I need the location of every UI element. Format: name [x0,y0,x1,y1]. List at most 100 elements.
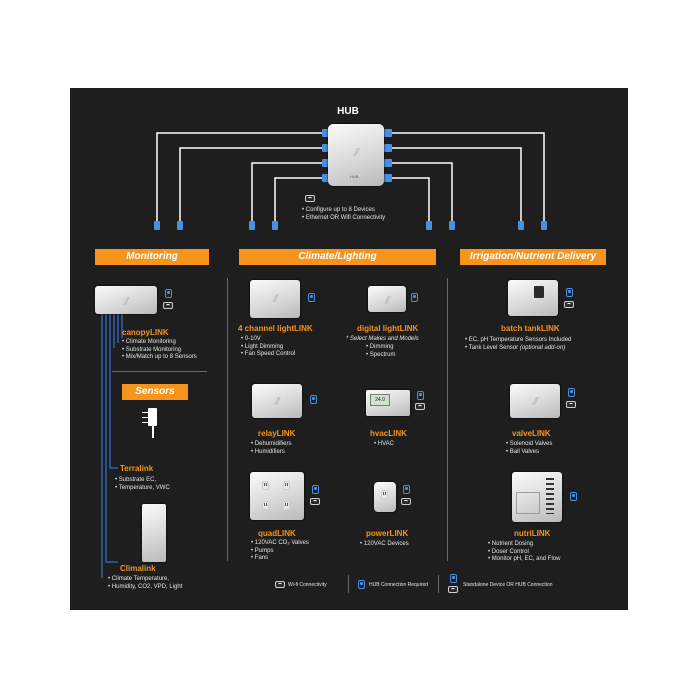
device-logo-icon [123,296,130,305]
batch-display [534,286,544,298]
section-climate-lighting: Climate/Lighting [239,249,436,265]
powerlink-bullets: 120VAC Devices [360,541,409,549]
batch-optional-note: (optional add-on) [519,344,566,351]
climalink-bullet: Humidity, CO2, VPD, Light [108,584,183,592]
quadlink-bullet: Pumps [251,548,309,556]
standalone-icon [450,574,457,583]
legend-divider [438,575,439,593]
canopylink-device [95,286,157,314]
cable-hub-climate-1 [251,162,328,225]
device-logo-icon [274,396,281,405]
powerlink-name: powerLINK [366,529,409,538]
hvaclink-device: 24.0 [366,390,410,416]
climalink-name: Climalink [120,564,156,573]
digital-bullet: Dimming [366,344,395,352]
digital-lightlink-device [368,286,406,312]
outlet-icon [262,501,269,510]
cable-hub-climate-2 [274,177,328,225]
nutrilink-panel [516,492,540,514]
standalone-icon [566,288,573,297]
nutrilink-bullets: Nutrient Dosing Doser Control Monitor pH… [488,541,561,564]
four-channel-bullet: 0-10V [241,336,295,344]
four-channel-lightlink-name: 4 channel lightLINK [238,324,313,333]
nutrilink-name: nutriLINK [514,529,551,538]
wifi-icon [448,586,458,593]
relaylink-bullet: Humidifiers [251,449,291,457]
batch-bullet: Tank Level Sensor (optional add-on) [465,345,571,353]
valvelink-bullet: Solenoid Valves [506,441,553,449]
hub-connection-icon [570,492,577,501]
four-channel-lightlink-bullets: 0-10V Light Dimming Fan Speed Control [241,336,295,359]
standalone-icon [403,485,410,494]
outlet-icon [381,490,388,499]
canopylink-bullet: Climate Monitoring [122,339,197,347]
quadlink-bullet: 120VAC CO₂ Valves [251,540,309,548]
hub-bullet: Configure up to 8 Devices [302,207,385,215]
sensor-wires [101,314,123,578]
legend-divider [348,575,349,593]
wifi-icon [163,302,173,309]
climalink-device [142,504,166,562]
hvaclink-bullets: HVAC [374,441,394,449]
standalone-icon [312,485,319,494]
device-logo-icon [353,147,360,156]
outlet-icon [283,481,290,490]
batch-tanklink-name: batch tankLINK [501,324,560,333]
quadlink-device [250,472,304,520]
legend-wifi: Wi-fi Connectivity [288,582,327,588]
section-sensors: Sensors [122,384,188,400]
terralink-bullet: Substrate EC, [115,477,170,485]
nutrilink-bullet: Monitor pH, EC, and Flow [488,556,561,564]
batch-tanklink-device [508,280,558,316]
wifi-icon [401,498,411,505]
cable-hub-irrigation-2 [386,147,522,225]
digital-lightlink-note: * Select Makes and Models [346,336,419,342]
nutrilink-bullet: Doser Control [488,549,560,557]
powerlink-bullet: 120VAC Devices [360,541,409,549]
section-divider [112,371,207,372]
outlet-icon [262,481,269,490]
column-divider [447,278,448,561]
wifi-icon [415,403,425,410]
batch-tanklink-bullets: EC, pH Temperature Sensors Included Tank… [465,337,572,353]
terralink-bullet: Temperature, VWC [115,485,170,493]
valvelink-bullet: Ball Valves [506,449,552,457]
cable-hub-monitoring-1 [156,132,328,225]
relaylink-device [252,384,302,418]
wifi-icon [564,301,574,308]
relaylink-bullets: Dehumidifiers Humidifiers [251,441,292,457]
canopylink-name: canopyLINK [122,328,169,337]
valvelink-bullets: Solenoid Valves Ball Valves [506,441,553,457]
cable-hub-climate-4 [386,177,430,225]
digital-lightlink-name: digital lightLINK [357,324,419,333]
standalone-icon [165,289,172,298]
batch-bullet: EC, pH Temperature Sensors Included [465,337,572,345]
standalone-icon [568,388,575,397]
canopylink-bullet: Mix/Match up to 8 Sensors [122,354,197,362]
climalink-bullets: Climate Temperature, Humidity, CO2, VPD,… [108,576,183,592]
climalink-bullet: Climate Temperature, [108,576,182,584]
terralink-sensor-icon [142,408,157,438]
powerlink-device [374,482,396,512]
quadlink-bullets: 120VAC CO₂ Valves Pumps Fans [251,540,309,563]
section-irrigation: Irrigation/Nutrient Delivery [460,249,606,265]
standalone-icon [417,391,424,400]
relaylink-bullet: Dehumidifiers [251,441,292,449]
valvelink-device [510,384,560,418]
terralink-bullets: Substrate EC, Temperature, VWC [115,477,170,492]
hub-connection-icon [411,293,418,302]
nutrilink-bullet: Nutrient Dosing [488,541,560,549]
device-logo-icon [384,295,391,304]
ecosystem-diagram: HUB HUB Configure up to 8 Devices Ethern… [70,88,628,610]
wifi-icon [305,195,315,202]
hvaclink-bullet: HVAC [374,441,394,449]
cable-hub-climate-3 [386,162,453,225]
legend-standalone: Standalone Device OR HUB Connection [463,582,553,588]
canopylink-bullet: Substrate Monitoring [122,347,197,355]
section-monitoring: Monitoring [95,249,209,265]
digital-bullet: Spectrum [366,352,396,360]
hub-device: HUB [328,124,384,186]
nutrilink-ports [546,478,554,514]
terralink-name: Terralink [120,464,154,473]
cable-hub-monitoring-2 [179,147,328,225]
